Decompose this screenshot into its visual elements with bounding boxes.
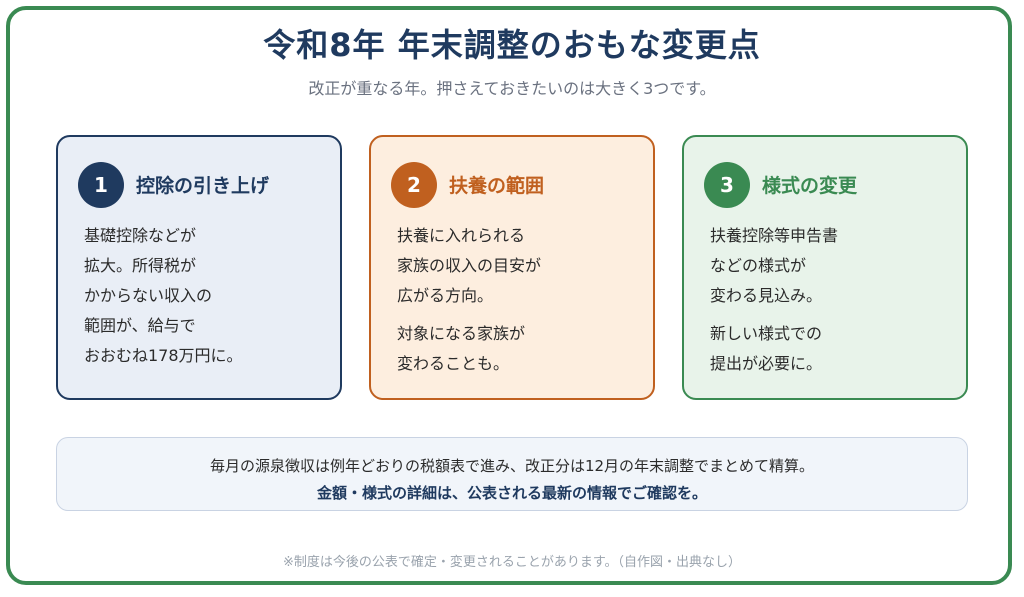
change-card-forms: 3 様式の変更 扶養控除等申告書 などの様式が 変わる見込み。 新しい様式での … xyxy=(682,135,968,400)
card-text-line: 変わる見込み。 xyxy=(710,286,823,305)
card-title: 扶養の範囲 xyxy=(449,175,545,197)
card-text-line: 範囲が、給与で xyxy=(84,316,196,335)
note-emphasis-text: 金額・様式の詳細は、公表される最新の情報でご確認を。 xyxy=(316,484,707,502)
card-text-line: 拡大。所得税が xyxy=(84,256,197,275)
card-text-line: 変わることも。 xyxy=(397,354,510,373)
card-paragraph: 扶養に入れられる 家族の収入の目安が 広がる方向。 xyxy=(397,221,637,311)
card-text-line: 対象になる家族が xyxy=(397,324,526,343)
card-body: 扶養に入れられる 家族の収入の目安が 広がる方向。 対象になる家族が 変わること… xyxy=(397,221,637,387)
card-title: 控除の引き上げ xyxy=(136,175,270,197)
number-badge: 1 xyxy=(78,162,124,208)
card-text-line: 家族の収入の目安が xyxy=(397,256,542,275)
summary-note: 毎月の源泉徴収は例年どおりの税額表で進み、改正分は12月の年末調整でまとめて精算… xyxy=(56,437,968,511)
note-text: 毎月の源泉徴収は例年どおりの税額表で進み、改正分は12月の年末調整でまとめて精算… xyxy=(209,457,815,475)
card-text-line: 扶養控除等申告書 xyxy=(710,226,839,245)
card-paragraph: 対象になる家族が 変わることも。 xyxy=(397,319,637,379)
card-title: 様式の変更 xyxy=(762,175,858,197)
card-text-line: おおむね178万円に。 xyxy=(84,346,243,365)
card-text-line: 基礎控除などが xyxy=(84,226,197,245)
page-title: 令和8年 年末調整のおもな変更点 xyxy=(263,26,761,64)
card-text-line: かからない収入の xyxy=(84,286,213,305)
card-body: 基礎控除などが 拡大。所得税が かからない収入の 範囲が、給与で おおむね178… xyxy=(84,221,324,379)
change-card-dependents: 2 扶養の範囲 扶養に入れられる 家族の収入の目安が 広がる方向。 対象になる家… xyxy=(369,135,655,400)
card-paragraph: 扶養控除等申告書 などの様式が 変わる見込み。 xyxy=(710,221,950,311)
card-body: 扶養控除等申告書 などの様式が 変わる見込み。 新しい様式での 提出が必要に。 xyxy=(710,221,950,387)
change-card-deduction: 1 控除の引き上げ 基礎控除などが 拡大。所得税が かからない収入の 範囲が、給… xyxy=(56,135,342,400)
card-text-line: 広がる方向。 xyxy=(397,286,494,305)
card-text-line: 扶養に入れられる xyxy=(397,226,526,245)
card-text-line: 提出が必要に。 xyxy=(710,354,823,373)
page-subtitle: 改正が重なる年。押さえておきたいのは大きく3つです。 xyxy=(308,79,716,98)
footnote: ※制度は今後の公表で確定・変更されることがあります。（自作図・出典なし） xyxy=(282,555,742,570)
card-text-line: 新しい様式での xyxy=(710,324,823,343)
card-text-line: などの様式が xyxy=(710,256,807,275)
card-paragraph: 新しい様式での 提出が必要に。 xyxy=(710,319,950,379)
card-paragraph: 基礎控除などが 拡大。所得税が かからない収入の 範囲が、給与で おおむね178… xyxy=(84,221,324,371)
number-badge: 2 xyxy=(391,162,437,208)
number-badge: 3 xyxy=(704,162,750,208)
